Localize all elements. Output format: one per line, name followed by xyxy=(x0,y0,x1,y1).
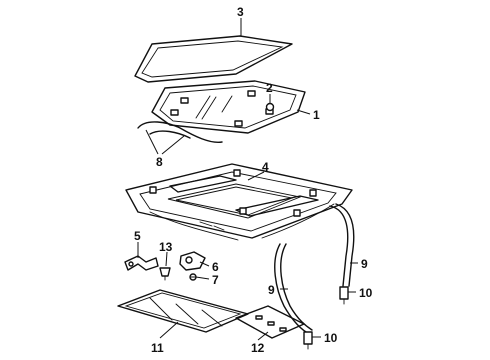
callout-7: 7 xyxy=(212,273,219,287)
callout-1: 1 xyxy=(313,108,320,122)
weatherstrip-seal-part xyxy=(134,35,293,83)
sunroof-frame-part xyxy=(125,163,353,241)
drain-valve-upper-part xyxy=(339,286,349,305)
callout-9-rear: 9 xyxy=(268,283,275,297)
callout-6: 6 xyxy=(212,260,219,274)
glass-seal-strip-part xyxy=(137,121,223,143)
callout-5: 5 xyxy=(134,229,141,243)
callout-11: 11 xyxy=(151,341,164,355)
callout-3: 3 xyxy=(237,5,244,19)
callout-12: 12 xyxy=(251,341,265,355)
callout-numbers: 3 2 1 8 4 5 13 6 7 9 9 10 10 11 12 xyxy=(134,5,373,355)
drain-valve-lower-part xyxy=(303,331,313,350)
leader-lines xyxy=(137,18,358,341)
sunroof-motor-part xyxy=(179,251,206,271)
callout-8: 8 xyxy=(156,155,163,169)
callout-2: 2 xyxy=(266,81,273,95)
callout-10-upper: 10 xyxy=(359,286,373,300)
callout-10-lower: 10 xyxy=(324,331,338,345)
glass-fastener-part xyxy=(265,102,275,112)
glass-panel-part xyxy=(151,80,306,134)
callout-9-front: 9 xyxy=(361,257,368,271)
callout-13: 13 xyxy=(159,240,173,254)
callout-4: 4 xyxy=(262,160,269,174)
bracket-part xyxy=(124,255,159,271)
rear-drain-hose-part xyxy=(274,243,313,333)
screw-part xyxy=(159,267,171,281)
trim-panel-part xyxy=(235,305,305,339)
front-drain-hose-part xyxy=(329,203,355,287)
sunshade-part xyxy=(117,289,249,333)
motor-screw-part xyxy=(189,273,197,281)
